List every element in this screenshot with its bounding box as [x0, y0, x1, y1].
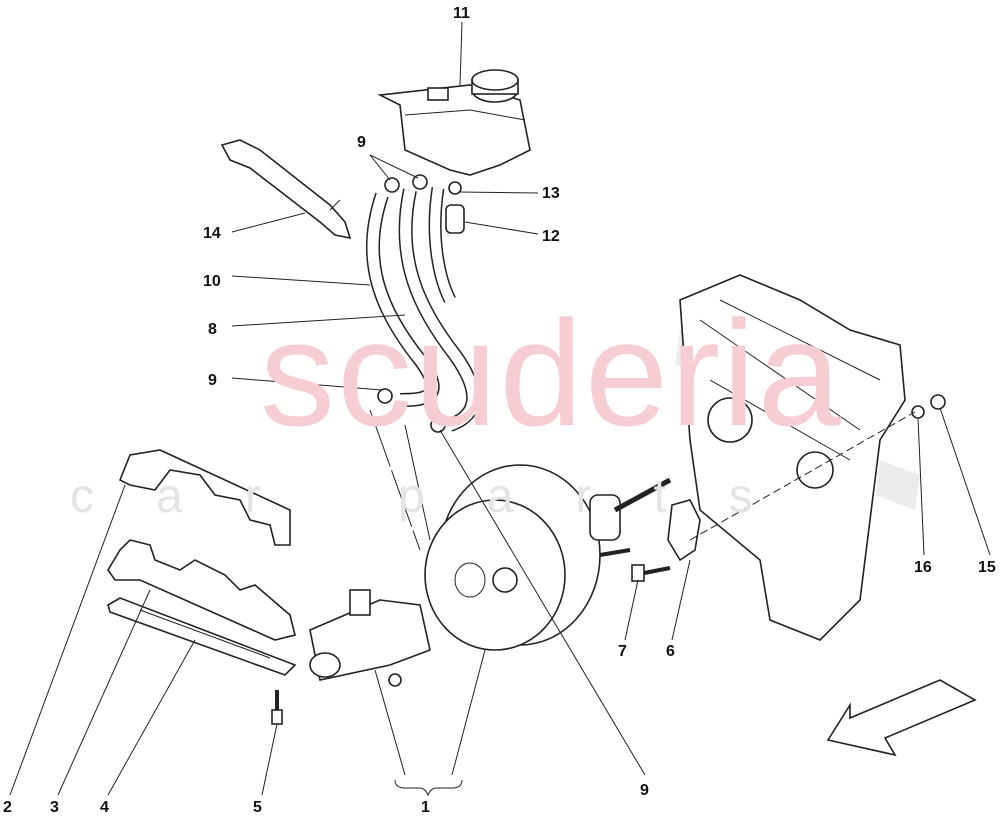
arrow-left-down-icon — [826, 679, 977, 757]
callout-15: 15 — [978, 559, 996, 576]
callout-1: 1 — [421, 799, 430, 816]
fluid-reservoir — [377, 69, 531, 176]
bolt — [631, 564, 671, 582]
master-cylinder — [309, 567, 518, 687]
support-plate — [107, 597, 297, 676]
hose-cover-upper — [118, 449, 291, 546]
axis-line — [689, 411, 916, 541]
pedal-box-bracket — [679, 274, 906, 641]
callout-14: 14 — [203, 225, 221, 242]
hose-connector — [445, 204, 465, 234]
hose-clamps — [377, 174, 462, 433]
callout-3: 3 — [50, 799, 59, 816]
callout-2: 2 — [3, 799, 12, 816]
watermark-sub: car parts — [70, 470, 815, 523]
callout-9: 9 — [357, 134, 366, 151]
nut — [930, 394, 946, 410]
screw — [271, 690, 283, 725]
gasket — [667, 499, 701, 562]
callout-7: 7 — [618, 643, 627, 660]
callout-13: 13 — [542, 185, 560, 202]
callout-11: 11 — [453, 5, 470, 22]
callout-9: 9 — [640, 782, 649, 799]
watermark-brand: scuderia — [260, 289, 843, 457]
callout-12: 12 — [542, 228, 560, 245]
callout-10: 10 — [203, 273, 221, 290]
brake-hoses — [365, 187, 481, 432]
hose-cover-lower — [107, 539, 296, 641]
callout-5: 5 — [253, 799, 262, 816]
leader-lines — [9, 21, 991, 797]
callout-8: 8 — [208, 321, 217, 338]
callout-9: 9 — [208, 372, 217, 389]
watermark: scuderia car parts — [70, 289, 843, 523]
reservoir-bracket — [220, 139, 352, 240]
washer — [911, 405, 925, 419]
callout-6: 6 — [666, 643, 675, 660]
callout-4: 4 — [100, 799, 109, 816]
callout-16: 16 — [914, 559, 932, 576]
